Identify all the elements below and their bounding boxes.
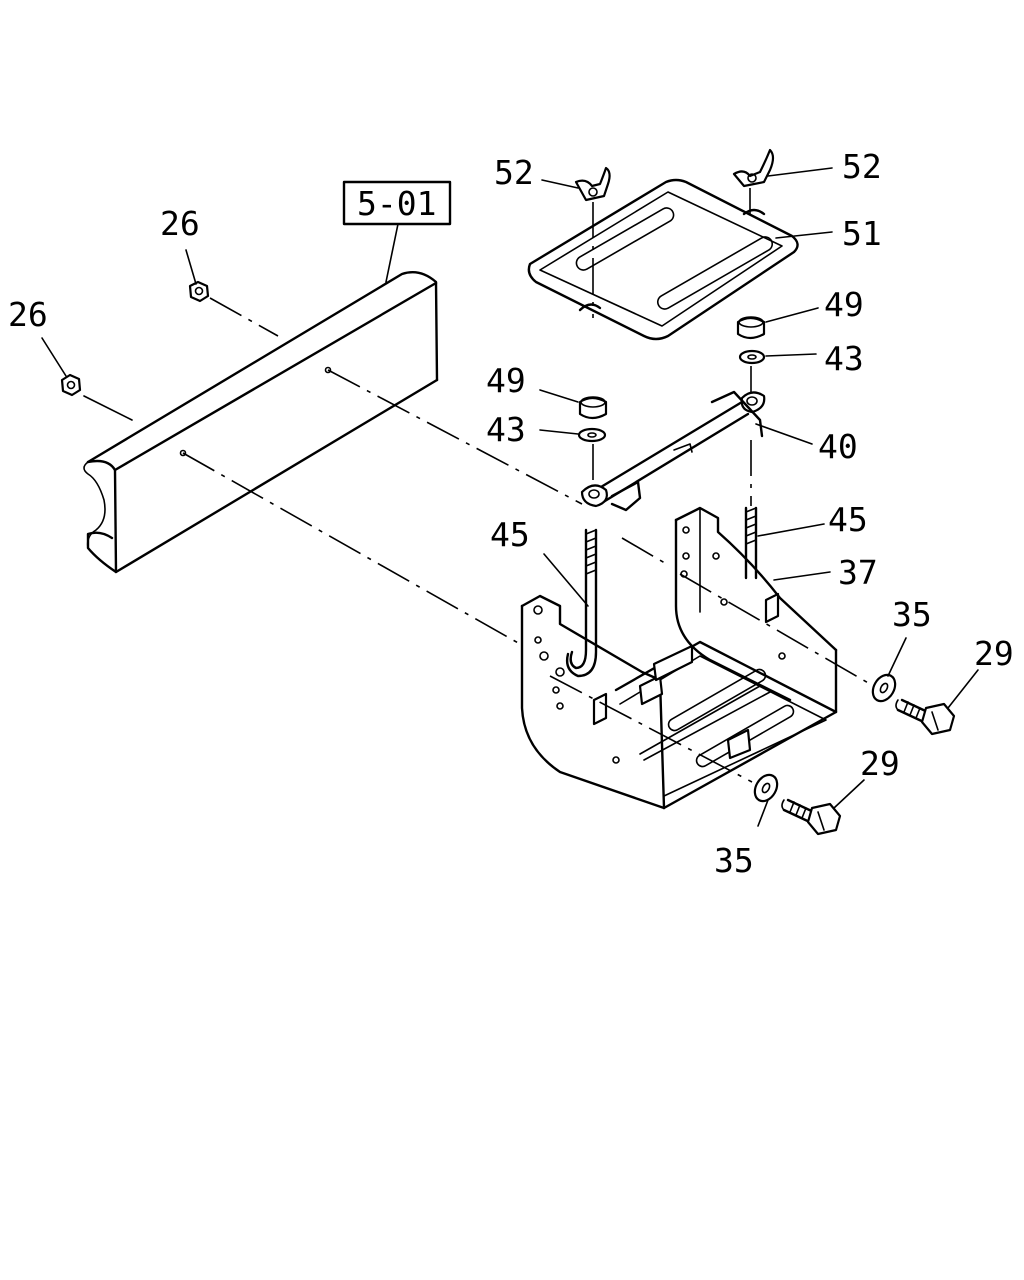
callout-37: 37 (838, 553, 878, 592)
nut-26-lower (60, 373, 82, 397)
battery-tray (520, 506, 838, 810)
callout-52-left: 52 (494, 153, 534, 192)
washer-35-left (753, 773, 779, 803)
washer-35-right (871, 673, 897, 703)
callout-40: 40 (818, 427, 858, 466)
washer-43-right (738, 349, 766, 365)
nut-26-upper (188, 280, 210, 303)
j-bolt-45-left (565, 528, 598, 678)
callout-52-right: 52 (842, 147, 882, 186)
callout-49-left: 49 (486, 361, 526, 400)
nut-49-right (736, 316, 766, 340)
callout-43-right: 43 (824, 339, 864, 378)
wing-nut-52-left (574, 166, 611, 202)
callout-51: 51 (842, 214, 882, 253)
j-bolt-45-right (744, 506, 758, 580)
callout-35-right: 35 (892, 595, 932, 634)
hold-down-bar (580, 390, 766, 512)
bolt-29-right (895, 698, 956, 736)
callout-labels: 52 52 51 49 43 49 43 40 45 45 37 35 29 2… (8, 147, 1014, 880)
callout-43-left: 43 (486, 410, 526, 449)
callout-35-left: 35 (714, 841, 754, 880)
callout-26-lower: 26 (8, 295, 48, 334)
callout-45-left: 45 (490, 515, 530, 554)
bolt-29-left (781, 798, 842, 836)
callout-49-right: 49 (824, 285, 864, 324)
leader-lines (41, 167, 979, 827)
frame-rail (83, 271, 439, 574)
callout-45-right: 45 (828, 500, 868, 539)
callout-26-upper: 26 (160, 204, 200, 243)
callout-29-right: 29 (974, 634, 1014, 673)
wing-nut-52-right (732, 148, 775, 188)
washer-43-left (577, 427, 607, 443)
reference-label: 5-01 (357, 184, 436, 223)
callout-29-left: 29 (860, 744, 900, 783)
reference-box: 5-01 (342, 180, 452, 283)
nut-49-left (578, 396, 608, 420)
cover-plate (527, 178, 799, 341)
